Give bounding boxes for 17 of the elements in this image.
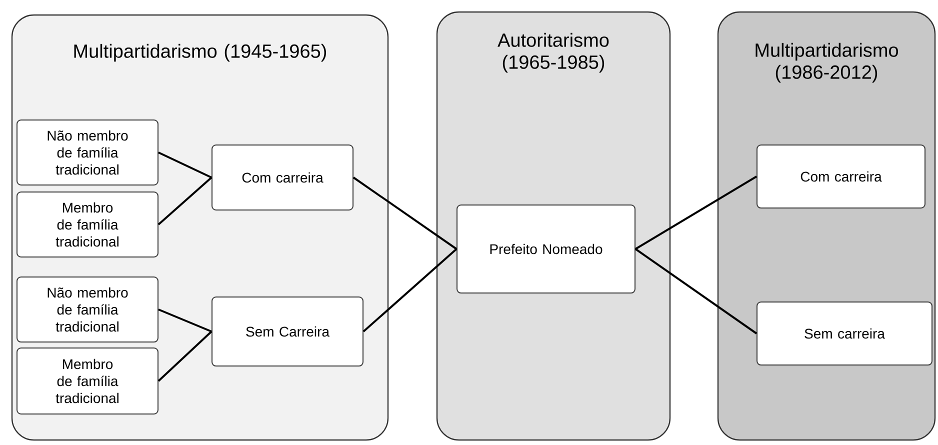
text-box: Com carreira — [756, 144, 926, 208]
text-box: Sem carreira — [756, 302, 932, 366]
text-box: Prefeito Nomeado — [456, 204, 636, 294]
text-box: Membro de família tradicional — [16, 192, 158, 258]
connector-line — [158, 152, 212, 178]
text-box: Com carreira — [212, 144, 354, 210]
text-box: Não membro de família tradicional — [16, 276, 158, 342]
connector-line — [362, 248, 458, 332]
text-box: Membro de família tradicional — [16, 348, 158, 414]
connector-line — [634, 248, 758, 334]
connector-line — [158, 176, 212, 226]
connector-line — [158, 330, 212, 382]
connector-line — [352, 176, 458, 250]
text-box: Sem Carreira — [212, 296, 364, 366]
connector-line — [158, 308, 212, 332]
text-box: Não membro de família tradicional — [16, 120, 158, 186]
connector-line — [635, 176, 758, 250]
